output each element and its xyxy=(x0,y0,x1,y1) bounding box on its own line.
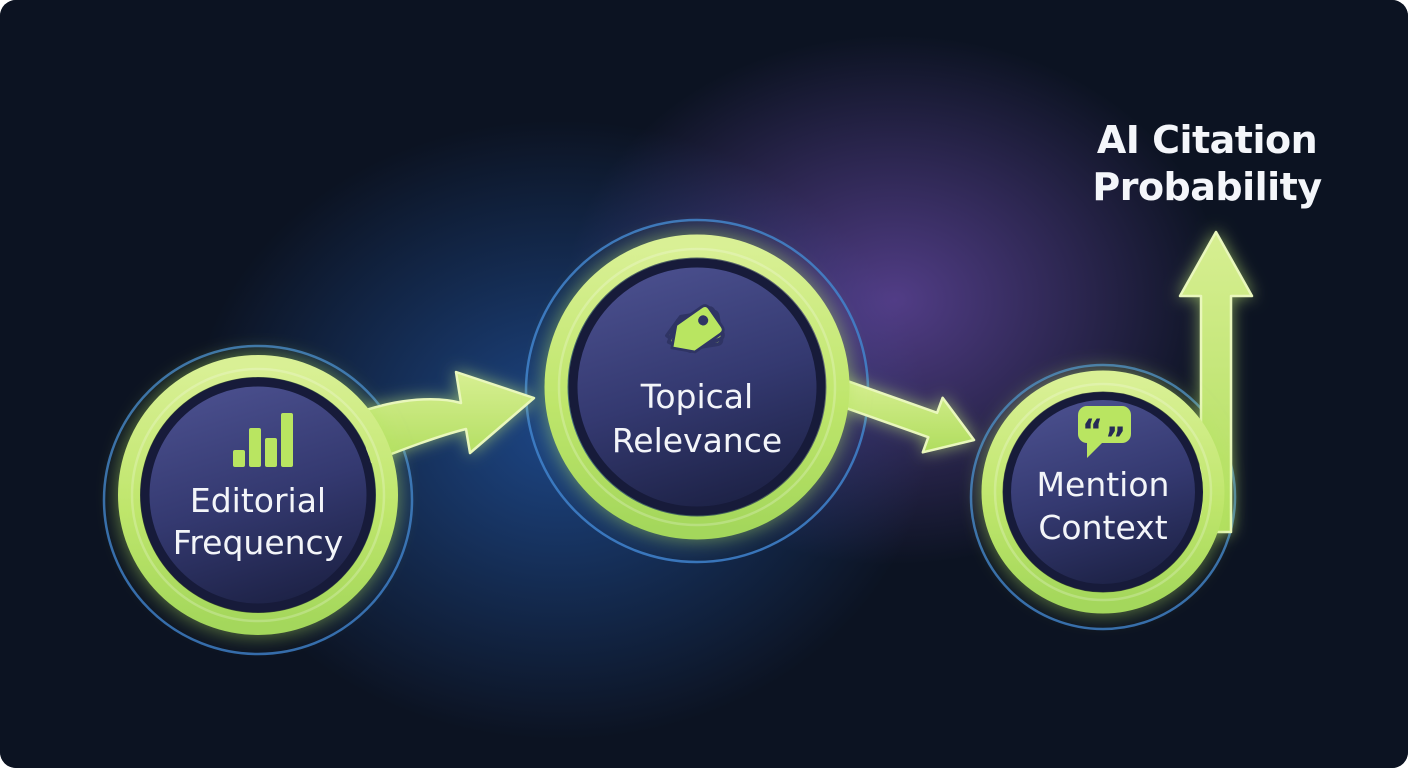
ring-highlight xyxy=(130,367,386,623)
quote-open-glyph: “ xyxy=(1082,412,1103,450)
quote-bubble-icon: “ ” xyxy=(1078,406,1131,458)
blue-accent-rings xyxy=(102,218,1237,656)
node-label-line2: Frequency xyxy=(173,523,343,562)
blue-ring-right xyxy=(969,363,1237,631)
inner-circle xyxy=(1003,392,1203,592)
tags-icon xyxy=(665,304,725,354)
inner-circle xyxy=(140,377,376,613)
node-topical-relevance: Topical Relevance xyxy=(544,234,850,540)
node-editorial-frequency: Editorial Frequency xyxy=(118,355,398,635)
ring-highlight xyxy=(557,247,837,527)
node-label-line2: Context xyxy=(1038,508,1167,547)
arrow-up-to-title xyxy=(1178,230,1254,534)
node-mention-context: “ ” Mention Context xyxy=(981,370,1225,614)
node-label-line1: Editorial xyxy=(190,481,326,520)
connector-arrows xyxy=(364,230,1254,534)
diagram-title: AI Citation Probability xyxy=(1092,118,1322,209)
node-label-line1: Topical xyxy=(640,377,753,416)
green-ring xyxy=(118,355,398,635)
inner-circle xyxy=(568,258,826,516)
ring-highlight xyxy=(993,382,1213,602)
blue-ring-left xyxy=(102,344,414,656)
quote-close-glyph: ” xyxy=(1105,420,1126,458)
green-ring xyxy=(544,234,850,540)
title-line2: Probability xyxy=(1092,165,1322,209)
bar-chart-icon xyxy=(233,413,293,467)
green-ring xyxy=(981,370,1225,614)
node-label-line1: Mention xyxy=(1037,465,1170,504)
title-line1: AI Citation xyxy=(1097,118,1317,162)
node-label-line2: Relevance xyxy=(612,421,782,460)
arrow-editorial-to-topical xyxy=(364,370,536,465)
